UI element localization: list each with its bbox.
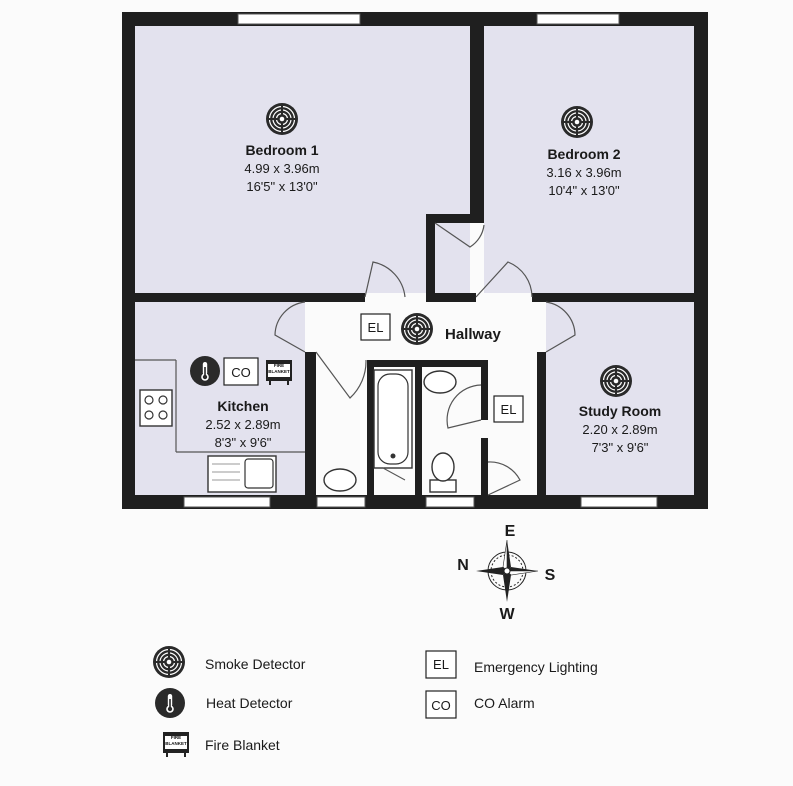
legend-fire-blanket-text-2: BLANKET [165, 741, 187, 746]
study-metric: 2.20 x 2.89m [582, 422, 657, 437]
legend-co-code: CO [431, 698, 451, 713]
walls [122, 12, 708, 509]
study-imperial: 7'3" x 9'6" [592, 440, 649, 455]
bedroom1-metric: 4.99 x 3.96m [244, 161, 319, 176]
basin-bath [323, 468, 357, 492]
smoke-detector-icon [599, 364, 633, 398]
toilet-cistern [429, 479, 457, 493]
bathroom-fixtures [323, 369, 457, 493]
heat-detector-icon [190, 356, 220, 386]
bedroom1-name: Bedroom 1 [245, 142, 318, 158]
legend-el-code: EL [433, 657, 449, 672]
compass-west-label: W [499, 606, 515, 623]
toilet-bowl [431, 452, 455, 482]
windows [183, 13, 658, 508]
fire-blanket-icon: FIRE BLANKET [163, 732, 189, 758]
fire-blanket-text-2: BLANKET [268, 369, 290, 374]
co-alarm-box [223, 357, 259, 386]
fire-blanket-icon: FIRE BLANKET [266, 360, 292, 386]
basin-wc [423, 370, 457, 394]
bathtub [373, 369, 413, 469]
compass-rose [476, 539, 539, 602]
fire-blanket-text-1: FIRE [274, 363, 284, 368]
smoke-detector-icon [152, 645, 186, 679]
compass-north-label: N [457, 557, 469, 574]
compass-east-label: E [505, 523, 516, 540]
kitchen-fixtures [135, 359, 305, 493]
bedroom2-name: Bedroom 2 [547, 146, 620, 162]
bedroom2-metric: 3.16 x 3.96m [546, 165, 621, 180]
legend-co-box [425, 690, 457, 719]
emergency-light-label-landing: EL [501, 402, 517, 417]
legend: Smoke Detector Heat Detector FIRE BLANKE… [152, 645, 598, 758]
compass-south-label: S [545, 567, 556, 584]
emergency-light-box-landing [493, 395, 524, 423]
emergency-light-box-hall [360, 313, 391, 341]
legend-fire-blanket-text-1: FIRE [171, 735, 181, 740]
door-swings [274, 222, 576, 496]
kitchen-name: Kitchen [217, 398, 268, 414]
legend-fire-blanket-label: Fire Blanket [205, 737, 280, 753]
legend-el-label: Emergency Lighting [474, 659, 598, 675]
smoke-detector-icon [400, 312, 434, 346]
legend-el-box [425, 650, 457, 679]
hallway-name: Hallway [445, 326, 502, 343]
bedroom2-floor [484, 26, 694, 293]
heat-detector-icon [155, 688, 185, 718]
legend-heat-label: Heat Detector [206, 695, 293, 711]
smoke-detector-icon [265, 102, 299, 136]
legend-smoke-label: Smoke Detector [205, 656, 306, 672]
study-floor [546, 302, 694, 495]
bedroom1-imperial: 16'5" x 13'0" [246, 179, 318, 194]
bedroom1-floor [135, 26, 470, 293]
co-alarm-label: CO [231, 365, 251, 380]
study-name: Study Room [579, 403, 661, 419]
kitchen-metric: 2.52 x 2.89m [205, 417, 280, 432]
bedroom2-imperial: 10'4" x 13'0" [548, 183, 620, 198]
kitchen-sink [207, 455, 277, 493]
emergency-light-label-hall: EL [368, 320, 384, 335]
kitchen-imperial: 8'3" x 9'6" [215, 435, 272, 450]
smoke-detector-icon [560, 105, 594, 139]
hob [139, 389, 173, 427]
legend-co-label: CO Alarm [474, 695, 535, 711]
